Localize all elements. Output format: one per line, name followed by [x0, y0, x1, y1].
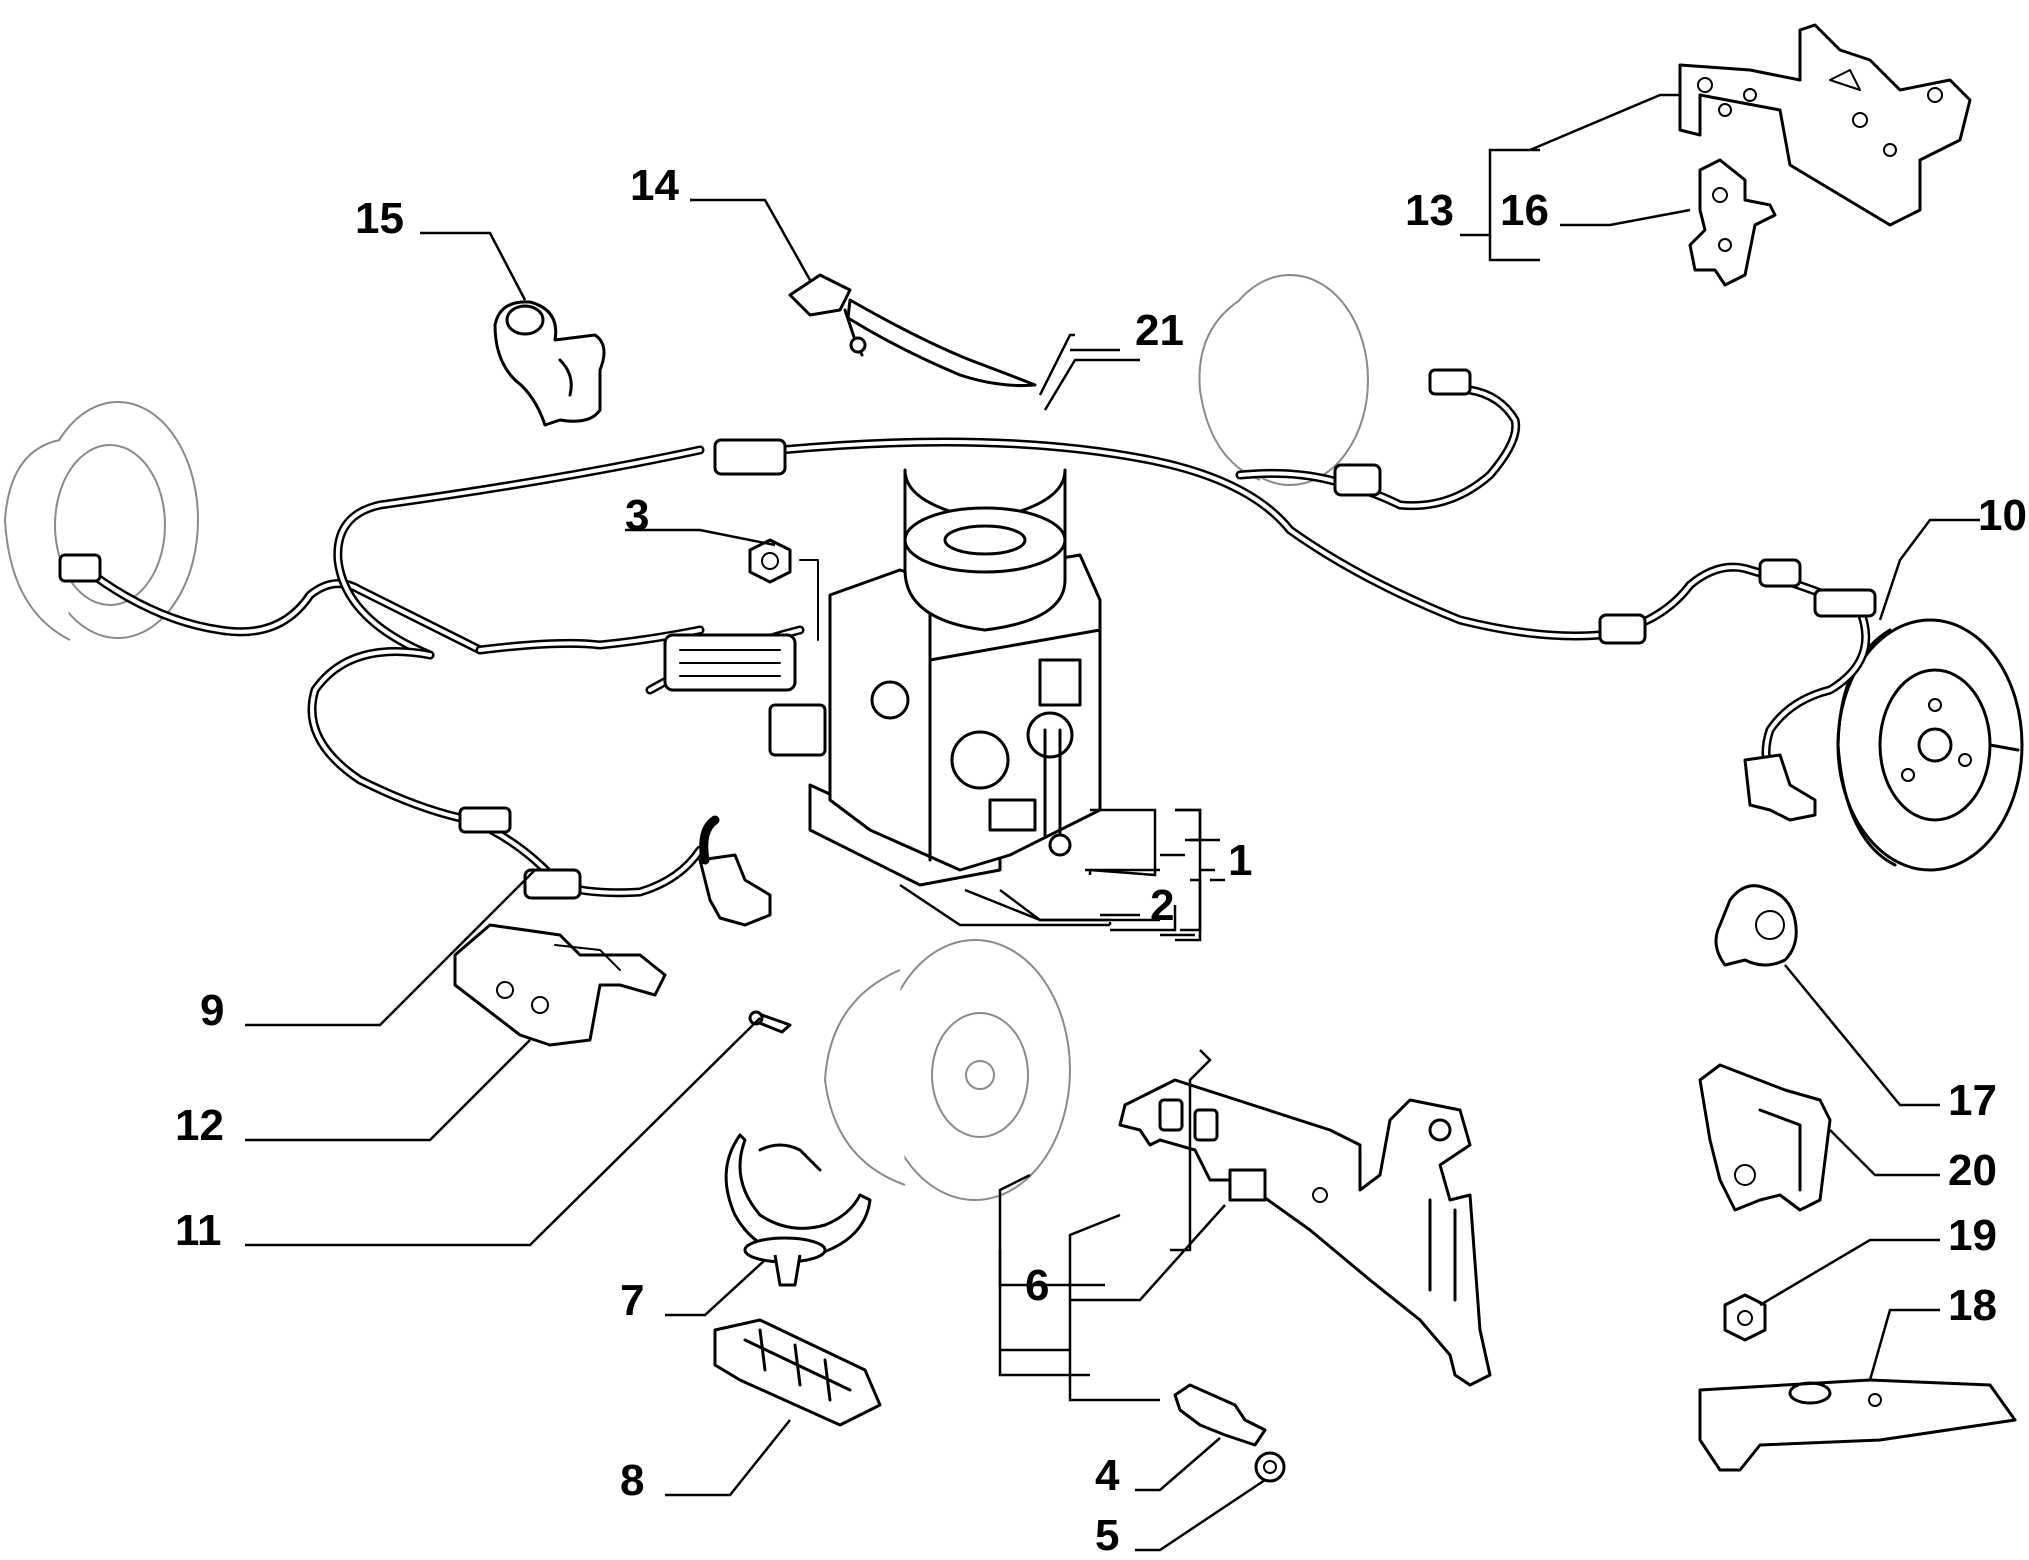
callout-18: 18 — [1948, 1281, 1997, 1330]
holder-part-8 — [713, 1318, 882, 1427]
bracket-part-12 — [453, 923, 667, 1047]
bolt-part-4 — [1173, 1383, 1267, 1447]
callout-19: 19 — [1948, 1211, 1997, 1260]
callout-2: 2 — [1150, 881, 1174, 930]
label-underlines — [1043, 358, 1225, 917]
callout-7: 7 — [620, 1276, 644, 1325]
mounting-bracket-part-6 — [1118, 1078, 1492, 1387]
front-right-hub-outline — [1198, 274, 1369, 486]
leader-lines — [245, 93, 1980, 1552]
front-left-hub-outline — [3, 401, 199, 641]
clip-part-7 — [724, 1133, 872, 1287]
callout-17: 17 — [1948, 1076, 1997, 1125]
abs-hydraulic-modulator — [768, 468, 1102, 887]
sensor-part-15 — [493, 300, 606, 427]
callout-14: 14 — [630, 161, 679, 210]
callout-15: 15 — [355, 194, 404, 243]
callout-20: 20 — [1948, 1146, 1997, 1195]
rear-sensor-part-10 — [1743, 753, 1817, 822]
bracket-part-16 — [1688, 158, 1777, 287]
callout-5: 5 — [1095, 1511, 1119, 1560]
sensor-strap-part-14 — [788, 273, 1037, 388]
callout-12: 12 — [175, 1101, 224, 1150]
callout-21: 21 — [1135, 306, 1184, 355]
screw-part-11 — [748, 1010, 792, 1034]
callout-13: 13 — [1405, 186, 1454, 235]
callout-6: 6 — [1025, 1261, 1049, 1310]
callout-1: 1 — [1228, 836, 1252, 885]
bracket-part-13 — [1678, 23, 1972, 227]
plate-bracket-part-18 — [1698, 1378, 2017, 1472]
callout-8: 8 — [620, 1456, 644, 1505]
nut-part-19 — [1723, 1293, 1767, 1342]
callout-9: 9 — [200, 986, 224, 1035]
brake-disc-outline — [823, 939, 1071, 1201]
callout-3: 3 — [625, 491, 649, 540]
group-bracket-1-2 — [964, 808, 1215, 942]
nut-part-5 — [1254, 1451, 1286, 1483]
callout-labels: 1 2 3 4 5 6 7 8 9 10 11 12 13 14 15 16 1… — [175, 161, 2027, 1560]
front-sensor-part-9 — [698, 815, 772, 927]
wiring-harness — [58, 368, 1877, 900]
grommet-part-17 — [1714, 884, 1798, 967]
callout-10: 10 — [1978, 491, 2027, 540]
callout-4: 4 — [1095, 1451, 1120, 1500]
callout-11: 11 — [175, 1206, 222, 1255]
nut-part-3 — [748, 538, 819, 641]
bracket-part-20 — [1698, 1063, 1832, 1212]
callout-16: 16 — [1500, 186, 1549, 235]
